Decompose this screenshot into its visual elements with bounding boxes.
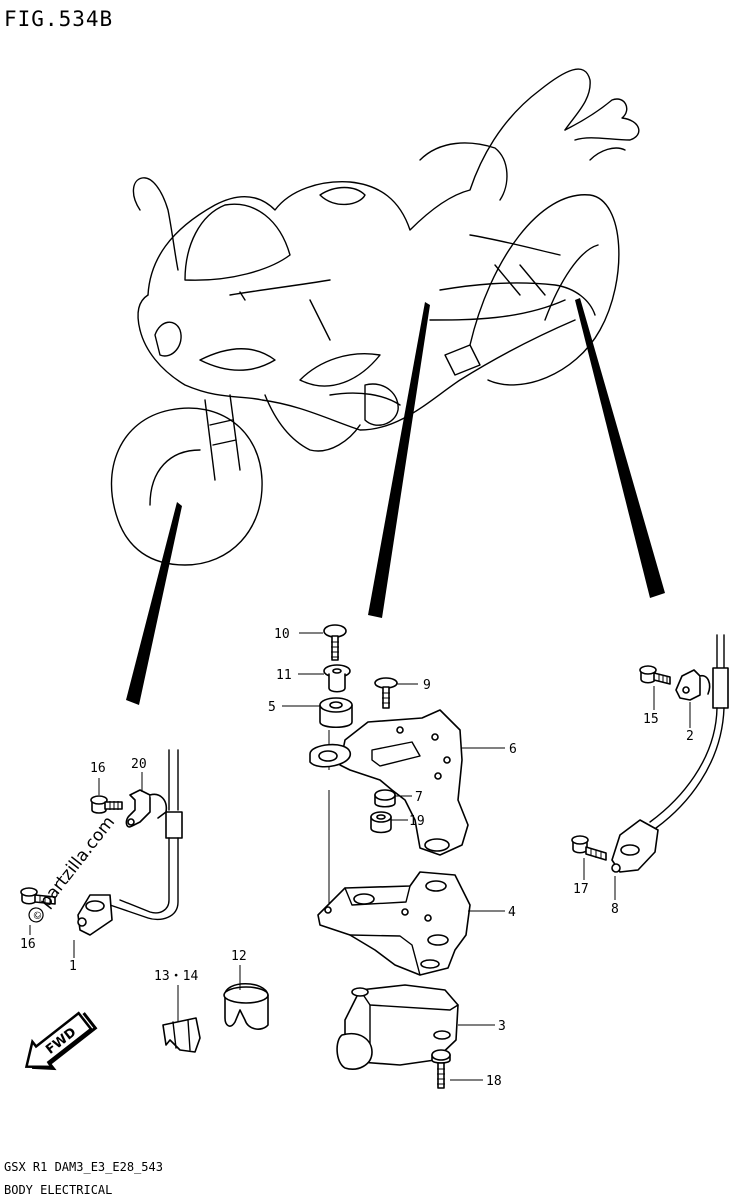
clip-13-14	[162, 1017, 201, 1053]
right-assembly	[571, 634, 729, 873]
nut-7	[374, 789, 396, 808]
clamp-12	[223, 983, 269, 1030]
clamp-20	[125, 789, 168, 828]
callout-11: 11	[276, 668, 292, 683]
screw-10	[323, 624, 347, 661]
footer-section: BODY ELECTRICAL	[4, 1183, 112, 1197]
callout-labels: 10 11 9 5 6 7 19 4 3 18 12 13・14 16 20 1…	[20, 627, 694, 1089]
bolt-15	[639, 665, 671, 685]
bolt-18	[431, 1049, 451, 1089]
clamp-2	[675, 669, 711, 701]
bracket-6	[309, 709, 469, 856]
bolt-16-upper	[90, 795, 123, 814]
callout-5: 5	[268, 700, 276, 715]
bolt-17	[571, 835, 607, 861]
callout-7: 7	[415, 790, 423, 805]
callout-19: 19	[409, 814, 425, 829]
plate-4	[317, 871, 471, 976]
leader-lines	[29, 632, 691, 1081]
callout-9: 9	[423, 678, 431, 693]
footer-code: GSX R1 DAM3_E3_E28_543	[4, 1160, 163, 1174]
callout-20: 20	[131, 757, 147, 772]
collar-11	[323, 664, 351, 693]
callout-15: 15	[643, 712, 659, 727]
bolt-16-lower	[20, 887, 56, 905]
motorcycle-illustration	[110, 68, 640, 566]
direction-badge: FWD	[24, 1011, 98, 1071]
callout-16-upper: 16	[90, 761, 106, 776]
callout-12: 12	[231, 949, 247, 964]
left-assembly	[20, 749, 269, 1053]
sensor-8	[611, 819, 659, 873]
callout-8: 8	[611, 902, 619, 917]
callout-16-lower: 16	[20, 937, 36, 952]
callout-3: 3	[498, 1019, 506, 1034]
callout-13-14: 13・14	[154, 969, 198, 984]
locator-pointers	[126, 298, 665, 705]
screw-9	[374, 677, 398, 709]
callout-6: 6	[509, 742, 517, 757]
callout-1: 1	[69, 959, 77, 974]
grommet-5	[319, 697, 353, 729]
callout-2: 2	[686, 729, 694, 744]
callout-17: 17	[573, 882, 589, 897]
callout-18: 18	[486, 1074, 502, 1089]
callout-4: 4	[508, 905, 516, 920]
nut-19	[370, 811, 392, 834]
sensor-1	[77, 894, 113, 936]
callout-10: 10	[274, 627, 290, 642]
center-assembly	[309, 624, 471, 1089]
figure-title: FIG.534B	[4, 7, 113, 31]
control-unit-3	[336, 984, 459, 1070]
